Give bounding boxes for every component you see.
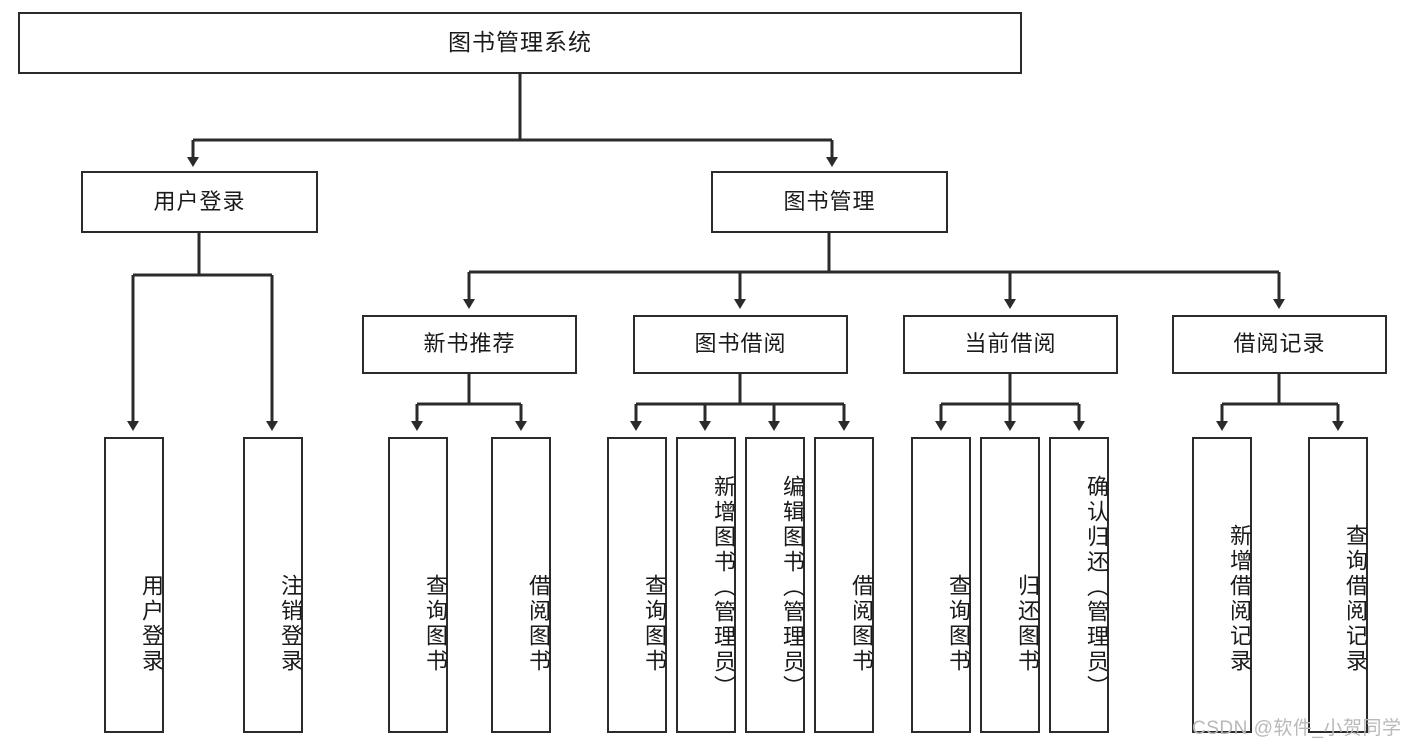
leaf-query-record-label: 查询借阅记录	[1343, 524, 1368, 674]
leaf-logout-label: 注销登录	[278, 574, 303, 674]
leaf-query-book-2[interactable]: 查询图书	[607, 437, 667, 733]
leaf-query-book-2-label: 查询图书	[642, 574, 667, 674]
leaf-return-book[interactable]: 归还图书	[980, 437, 1040, 733]
leaf-user-login[interactable]: 用户登录	[104, 437, 164, 733]
node-borrow-record[interactable]: 借阅记录	[1172, 315, 1387, 374]
node-user-login-label: 用户登录	[153, 188, 246, 214]
node-root[interactable]: 图书管理系统	[18, 12, 1022, 74]
node-current-borrow[interactable]: 当前借阅	[903, 315, 1118, 374]
node-new-book-rec-label: 新书推荐	[423, 331, 516, 357]
leaf-query-book-1[interactable]: 查询图书	[388, 437, 448, 733]
leaf-query-book-3[interactable]: 查询图书	[911, 437, 971, 733]
leaf-add-book-label: 新增图书（管理员）	[711, 474, 736, 700]
leaf-add-book[interactable]: 新增图书（管理员）	[676, 437, 736, 733]
leaf-confirm-return[interactable]: 确认归还（管理员）	[1049, 437, 1109, 733]
node-book-borrow[interactable]: 图书借阅	[633, 315, 848, 374]
leaf-add-record[interactable]: 新增借阅记录	[1192, 437, 1252, 733]
leaf-borrow-book-2[interactable]: 借阅图书	[814, 437, 874, 733]
leaf-borrow-book-1[interactable]: 借阅图书	[491, 437, 551, 733]
node-user-login[interactable]: 用户登录	[81, 171, 318, 233]
leaf-query-record[interactable]: 查询借阅记录	[1308, 437, 1368, 733]
node-book-borrow-label: 图书借阅	[694, 331, 787, 357]
leaf-borrow-book-1-label: 借阅图书	[526, 574, 551, 674]
leaf-query-book-3-label: 查询图书	[946, 574, 971, 674]
leaf-user-login-label: 用户登录	[139, 574, 164, 674]
leaf-logout[interactable]: 注销登录	[243, 437, 303, 733]
node-book-manage-label: 图书管理	[783, 188, 876, 214]
leaf-query-book-1-label: 查询图书	[423, 574, 448, 674]
leaf-confirm-return-label: 确认归还（管理员）	[1084, 474, 1109, 700]
node-borrow-record-label: 借阅记录	[1233, 331, 1326, 357]
leaf-borrow-book-2-label: 借阅图书	[849, 574, 874, 674]
node-book-manage[interactable]: 图书管理	[711, 171, 948, 233]
leaf-edit-book-label: 编辑图书（管理员）	[780, 474, 805, 700]
csdn-watermark: CSDN @软件_小贺同学	[1192, 718, 1402, 739]
leaf-add-record-label: 新增借阅记录	[1227, 524, 1252, 674]
node-current-borrow-label: 当前借阅	[964, 331, 1057, 357]
node-root-label: 图书管理系统	[448, 29, 592, 56]
node-new-book-rec[interactable]: 新书推荐	[362, 315, 577, 374]
leaf-edit-book[interactable]: 编辑图书（管理员）	[745, 437, 805, 733]
leaf-return-book-label: 归还图书	[1015, 574, 1040, 674]
